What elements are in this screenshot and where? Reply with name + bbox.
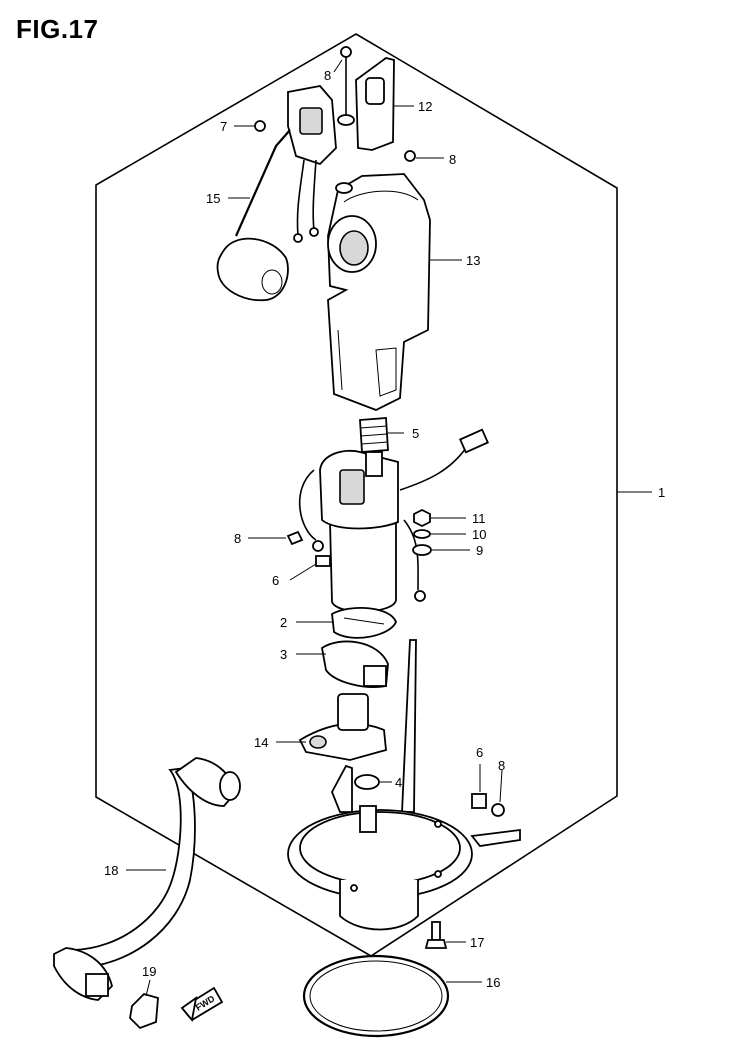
callout-6-side: 6 [476,745,483,760]
fuel-level-gauge [216,46,416,302]
fuel-pump-case [327,173,431,411]
callout-13: 13 [466,253,480,268]
callout-1: 1 [658,485,665,500]
fuel-filter [359,417,389,453]
callout-17: 17 [470,935,484,950]
callout-2: 2 [280,615,287,630]
figure-title: FIG.17 [16,14,99,44]
fuel-hose [53,757,241,1001]
o-ring-small [354,774,380,790]
small-clamp [471,793,487,809]
callout-4: 4 [395,775,402,790]
callout-8-side: 8 [498,758,505,773]
callout-7: 7 [220,119,227,134]
callout-3: 3 [280,647,287,662]
pump-holder [321,640,389,688]
fasteners-small [412,508,432,556]
base-gasket [302,954,450,1038]
forward-arrow-marker: FWD [180,986,224,1023]
small-bolt [491,803,505,817]
callout-9: 9 [476,543,483,558]
base-gasket-inner [309,960,443,1032]
callout-16: 16 [486,975,500,990]
callout-8-right: 8 [449,152,456,167]
callout-8-top: 8 [324,68,331,83]
pressure-regulator [298,693,387,761]
mounting-bolt [424,921,448,949]
callout-19: 19 [142,964,156,979]
hose-clamp [129,992,159,1030]
callout-14: 14 [254,735,268,750]
callout-18: 18 [104,863,118,878]
callout-5: 5 [412,426,419,441]
fuel-pump-motor [286,428,489,613]
pump-base-plate [287,639,521,931]
callout-15: 15 [206,191,220,206]
callout-11: 11 [472,511,486,526]
callout-12: 12 [418,99,432,114]
callout-8-pump: 8 [234,531,241,546]
pump-cushion [331,607,397,639]
callout-10: 10 [472,527,486,542]
callout-labels: 1 2 3 4 5 6 6 7 8 8 8 8 9 [104,59,665,997]
callout-6-pump: 6 [272,573,279,588]
